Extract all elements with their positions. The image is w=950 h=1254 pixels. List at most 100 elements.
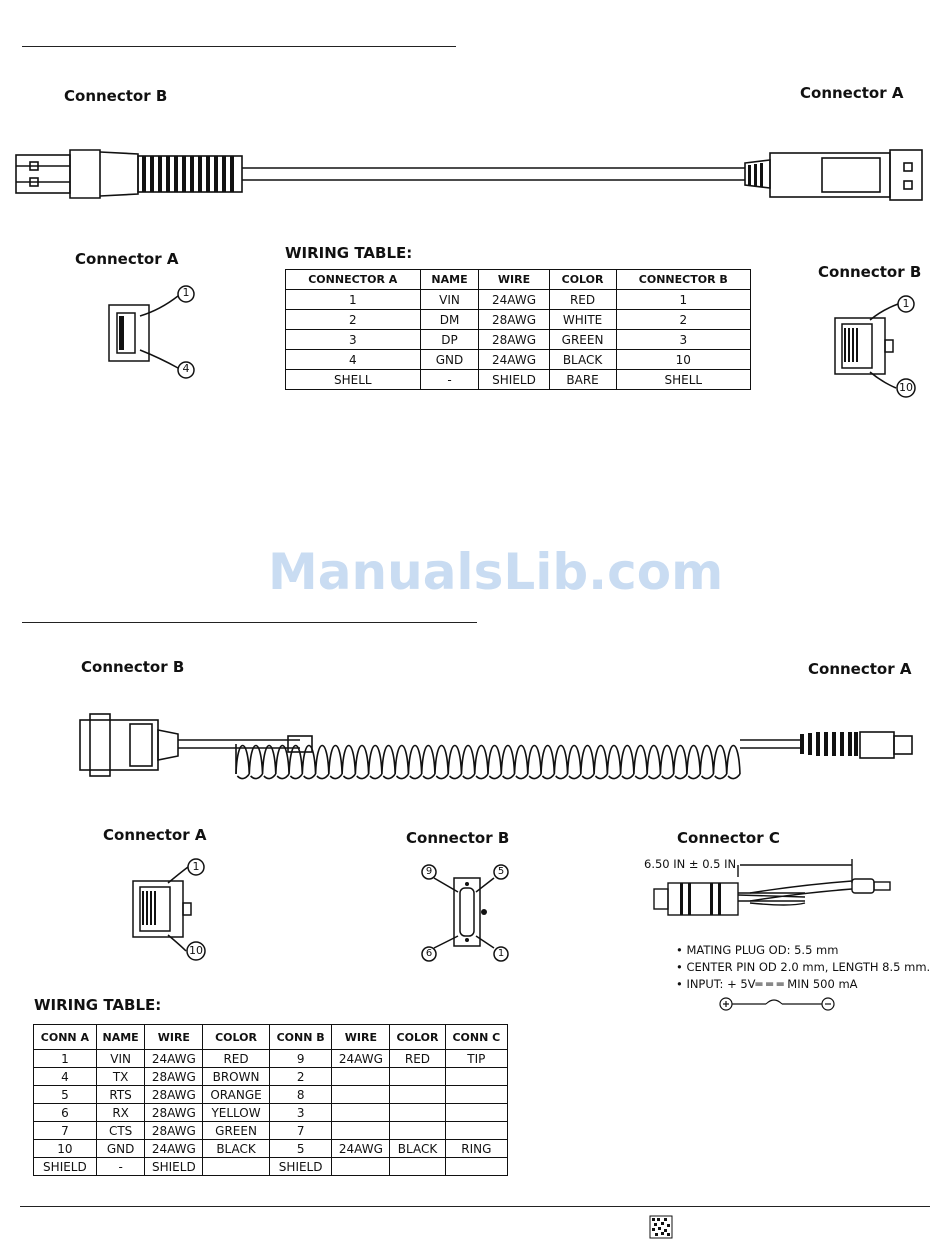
- table-cell: 24AWG: [331, 1049, 391, 1068]
- table-cell: SHIELD: [33, 1157, 97, 1176]
- table-cell: -: [95, 1157, 146, 1176]
- cable1-label-connector-a: Connector A: [800, 84, 904, 102]
- coiled-cable-drawing: [79, 713, 913, 780]
- table-cell: [444, 1103, 509, 1122]
- pin-label-9: 9: [425, 866, 433, 877]
- table-cell: [444, 1121, 509, 1140]
- table-header-cell: WIRE: [144, 1024, 204, 1050]
- table-header-cell: WIRE: [478, 269, 550, 290]
- table-cell: [444, 1067, 509, 1086]
- cable2-detail-c-title: Connector C: [677, 829, 780, 847]
- table-cell: 28AWG: [144, 1067, 204, 1086]
- table-header-cell: COLOR: [202, 1024, 270, 1050]
- table-cell: BLACK: [548, 349, 617, 370]
- table-cell: 1: [285, 289, 421, 310]
- cable2-detail-a-title: Connector A: [103, 826, 207, 844]
- table-cell: -: [419, 369, 480, 390]
- rj-jack-pinout-icon: [132, 858, 206, 961]
- table-cell: 28AWG: [478, 309, 550, 330]
- table-cell: TIP: [444, 1049, 509, 1068]
- table-cell: RX: [95, 1103, 146, 1122]
- table-cell: VIN: [95, 1049, 146, 1068]
- table-cell: GND: [95, 1139, 146, 1158]
- table-cell: [389, 1157, 446, 1176]
- cable1-table-title: WIRING TABLE:: [285, 244, 413, 262]
- cable2-label-connector-a: Connector A: [808, 660, 912, 678]
- table-cell: SHELL: [615, 369, 752, 390]
- rj-jack-pinout-icon: [834, 295, 916, 398]
- table-cell: [202, 1157, 270, 1176]
- table-cell: 7: [33, 1121, 97, 1140]
- table-cell: SHELL: [285, 369, 421, 390]
- pin-label-6: 6: [425, 948, 433, 959]
- table-cell: 2: [285, 309, 421, 330]
- table-cell: 24AWG: [144, 1049, 204, 1068]
- table-cell: 3: [285, 329, 421, 350]
- table-cell: YELLOW: [202, 1103, 270, 1122]
- table-cell: 2: [268, 1067, 333, 1086]
- table-cell: 3: [268, 1103, 333, 1122]
- table-cell: RED: [389, 1049, 446, 1068]
- usb-receptacle-pinout-icon: [108, 285, 195, 379]
- table-header-cell: CONNECTOR A: [285, 269, 421, 290]
- qr-code-icon: [649, 1215, 673, 1239]
- table-cell: [331, 1121, 391, 1140]
- cable1-detail-b-title: Connector B: [818, 263, 922, 281]
- table-cell: DM: [419, 309, 480, 330]
- table-header-cell: COLOR: [548, 269, 617, 290]
- table-cell: 9: [268, 1049, 333, 1068]
- table-cell: 24AWG: [144, 1139, 204, 1158]
- watermark-text: ManualsLib.com: [268, 543, 724, 601]
- table-cell: 28AWG: [144, 1103, 204, 1122]
- table-cell: 24AWG: [331, 1139, 391, 1158]
- table-cell: 28AWG: [144, 1085, 204, 1104]
- table-cell: RING: [444, 1139, 509, 1158]
- pin-label-10: 10: [899, 381, 913, 394]
- table-cell: RED: [548, 289, 617, 310]
- table-cell: BLACK: [202, 1139, 270, 1158]
- pin-label-4: 4: [182, 362, 190, 375]
- polarity-symbol-icon: [719, 997, 835, 1011]
- barrel-plug-drawing: [653, 859, 891, 916]
- pin-label-1: 1: [497, 948, 505, 959]
- table-cell: BLACK: [389, 1139, 446, 1158]
- spec-note: • CENTER PIN OD 2.0 mm, LENGTH 8.5 mm.: [676, 960, 931, 974]
- table-cell: 24AWG: [478, 289, 550, 310]
- spec-note: • MATING PLUG OD: 5.5 mm: [676, 943, 839, 957]
- table-cell: [389, 1103, 446, 1122]
- pin-label-1: 1: [192, 860, 200, 873]
- table-cell: 4: [285, 349, 421, 370]
- pin-label-1: 1: [902, 297, 910, 310]
- table-cell: GND: [419, 349, 480, 370]
- table-cell: 28AWG: [478, 329, 550, 350]
- table-cell: TX: [95, 1067, 146, 1086]
- pin-label-10: 10: [189, 944, 203, 957]
- dimension-label: 6.50 IN ± 0.5 IN: [644, 857, 737, 871]
- table-cell: 2: [615, 309, 752, 330]
- cable1-detail-a-title: Connector A: [75, 250, 179, 268]
- table-cell: [389, 1121, 446, 1140]
- table-cell: [389, 1085, 446, 1104]
- table-header-cell: CONN C: [444, 1024, 509, 1050]
- table-cell: RTS: [95, 1085, 146, 1104]
- db9-pinout-icon: [421, 864, 509, 962]
- table-header-cell: CONN B: [268, 1024, 333, 1050]
- table-cell: ORANGE: [202, 1085, 270, 1104]
- table-cell: [331, 1067, 391, 1086]
- table-cell: [444, 1157, 509, 1176]
- pin-label-5: 5: [497, 866, 505, 877]
- table-header-cell: NAME: [419, 269, 480, 290]
- table-cell: 28AWG: [144, 1121, 204, 1140]
- cable1-label-connector-b: Connector B: [64, 87, 168, 105]
- table-cell: WHITE: [548, 309, 617, 330]
- cable2-table-title: WIRING TABLE:: [34, 996, 162, 1014]
